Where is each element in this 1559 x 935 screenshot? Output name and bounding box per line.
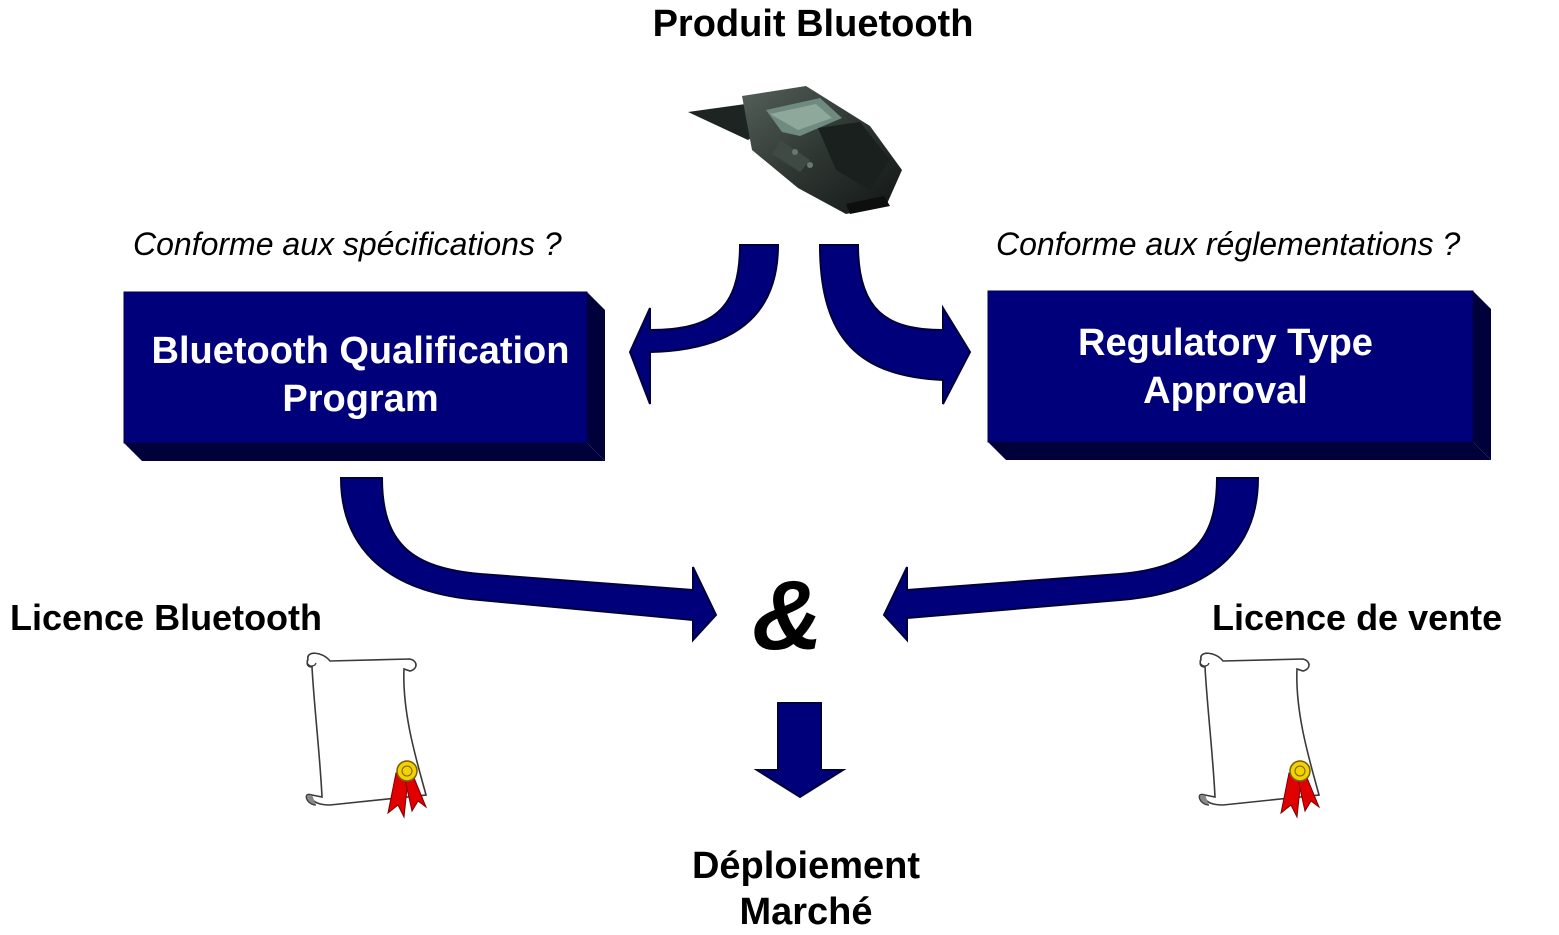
diagram-title: Produit Bluetooth [652,3,974,45]
ampersand-connector: & [752,560,823,670]
certificate-scroll-icon [305,652,428,819]
question-specifications: Conforme aux spécifications ? [133,226,562,262]
result-line2: Marché [739,891,873,933]
curved-arrow-bottom-right [882,477,1260,643]
down-arrow [753,702,847,799]
license-bluetooth-label: Licence Bluetooth [10,597,323,638]
curved-arrow-left [628,244,780,405]
box-left-line1: Bluetooth Qualification [151,330,570,372]
certificate-scroll-icon [1198,652,1321,819]
box-left-label: Bluetooth Qualification Program [124,327,597,423]
box-right-label: Regulatory Type Approval [988,319,1463,415]
curved-arrow-right [818,244,972,405]
box-bluetooth-qualification [123,291,605,461]
result-label: Déploiement Marché [0,843,1559,935]
license-sale-label: Licence de vente [1212,597,1503,638]
box-right-line1: Regulatory Type [1078,322,1373,364]
result-line1: Déploiement [691,845,921,887]
box-regulatory-type-approval [987,290,1491,460]
box-right-line2: Approval [1143,370,1308,412]
box-left-line2: Program [282,378,439,420]
curved-arrow-bottom-left [339,477,718,643]
mobile-phone-image [688,86,902,214]
question-regulations: Conforme aux réglementations ? [996,226,1461,262]
